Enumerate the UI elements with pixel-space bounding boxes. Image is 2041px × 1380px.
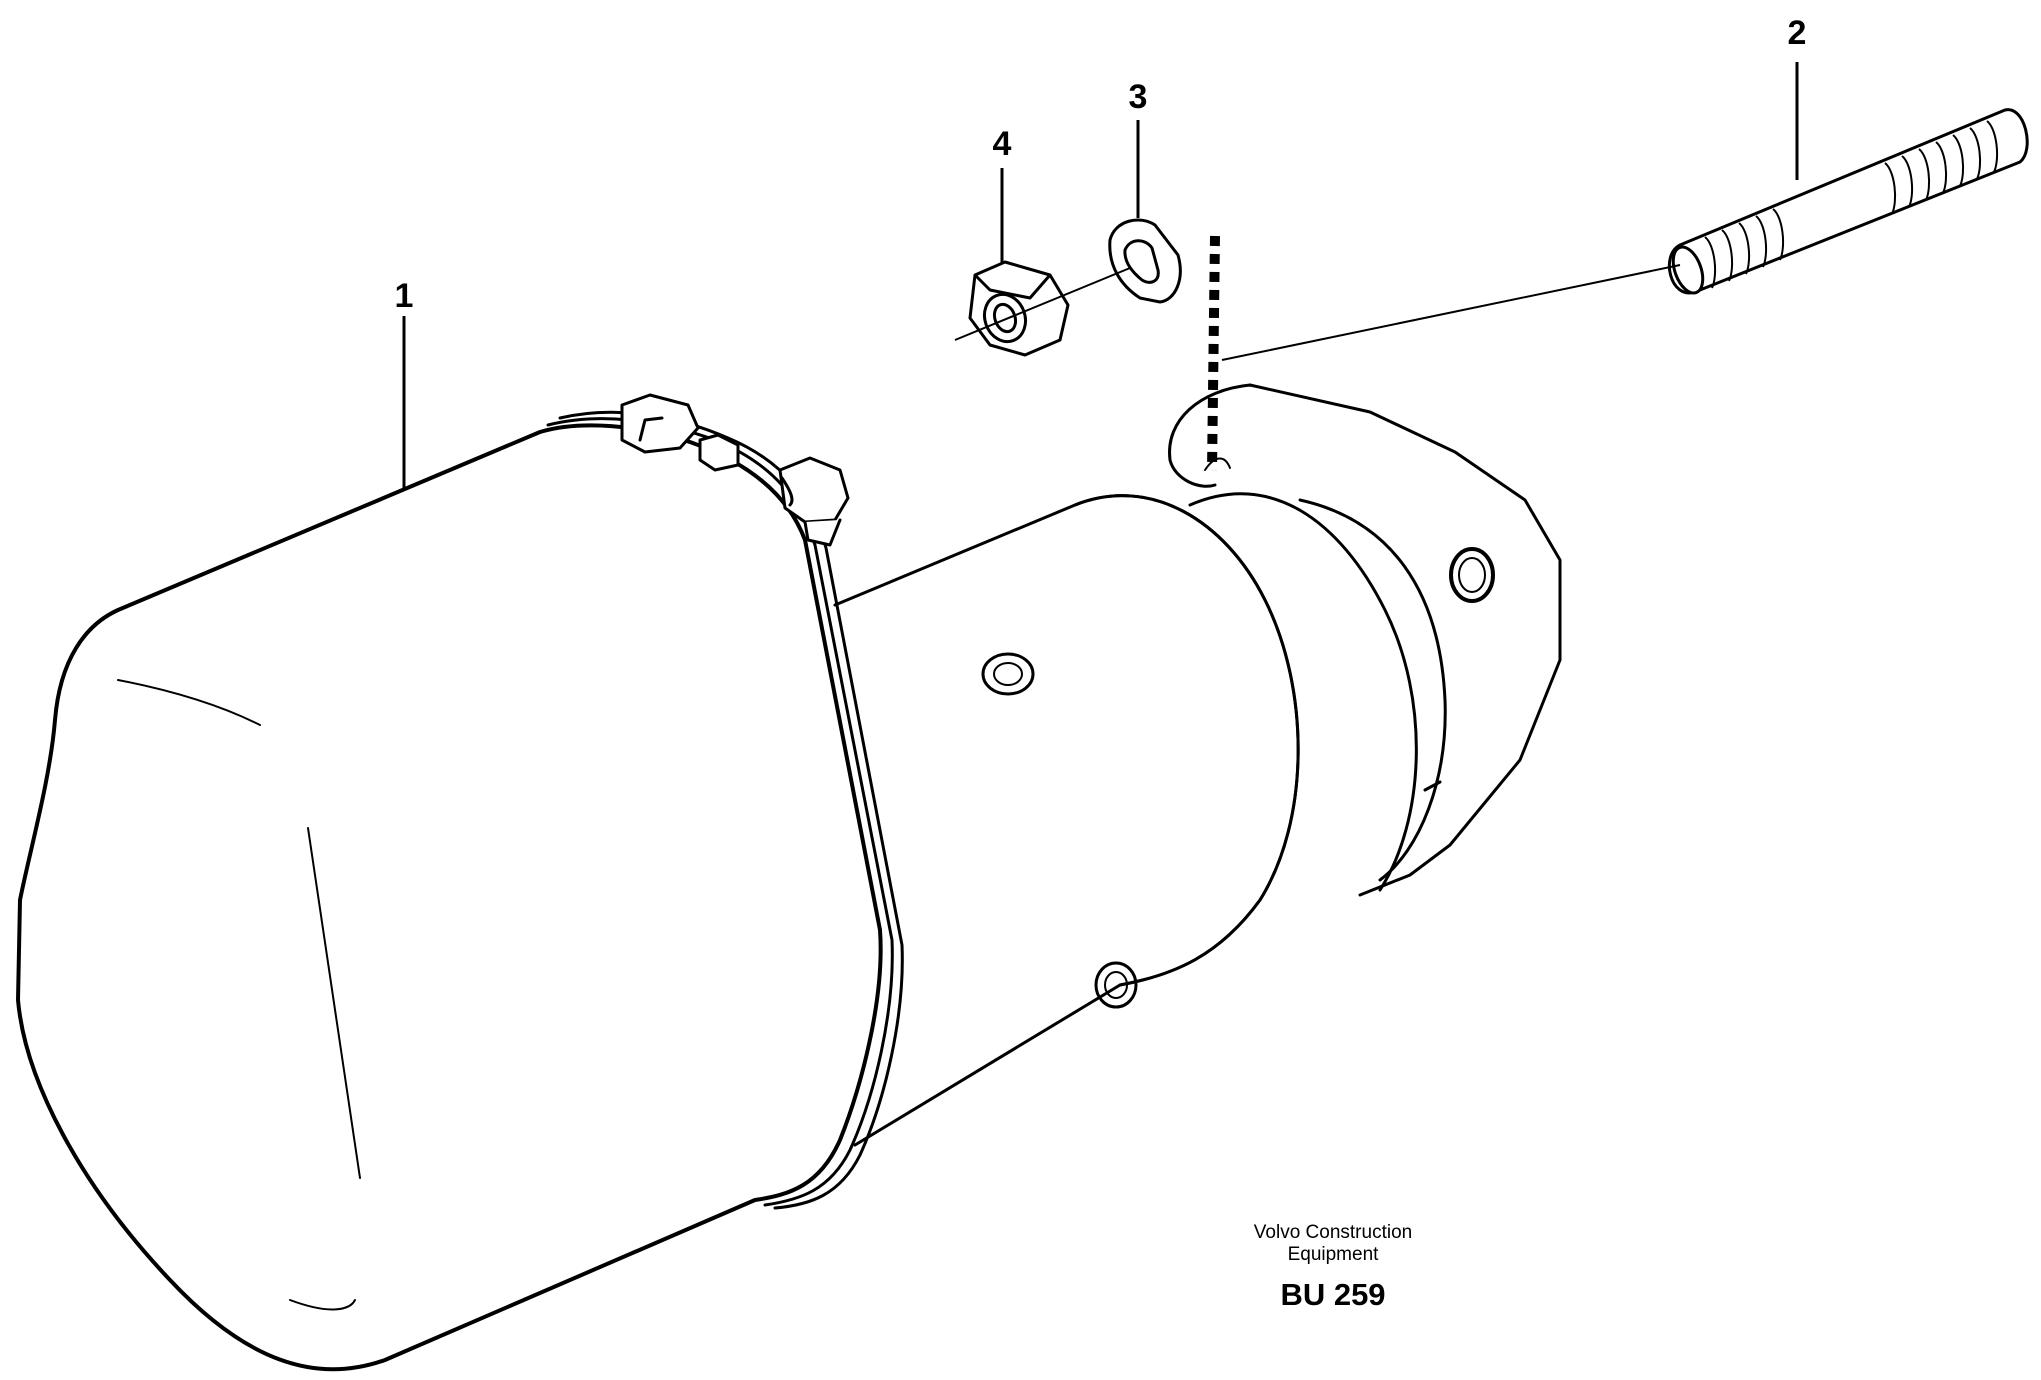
hex-nut <box>968 260 1070 357</box>
drawing-code: BU 259 <box>1280 1277 1385 1312</box>
callout-part-2: 2 <box>1788 14 1807 52</box>
leader-lines <box>402 62 1799 490</box>
stud-bolt <box>1667 108 2029 295</box>
callout-part-1: 1 <box>395 277 414 315</box>
body-screw-hole-bottom <box>1094 961 1138 1009</box>
flange-mount-hole <box>1449 547 1495 603</box>
caption-line-1: Volvo Construction <box>1254 1222 1412 1243</box>
solenoid-terminals <box>620 393 850 547</box>
callout-part-3: 3 <box>1129 78 1148 116</box>
body-screw-hole-top <box>981 652 1035 696</box>
motor-body <box>833 492 1418 1147</box>
stud-threads-far <box>1884 120 1999 215</box>
caption-line-2: Equipment <box>1288 1244 1380 1265</box>
assembly-lines <box>954 235 1681 471</box>
manufacturer-caption: Volvo Construction Equipment BU 259 <box>1254 1222 1412 1312</box>
stud-threads-near <box>1704 208 1785 289</box>
cable-lug <box>1108 218 1182 304</box>
solenoid-cover <box>16 410 904 1372</box>
callout-part-4: 4 <box>993 125 1012 163</box>
drive-end-flange <box>1168 383 1562 897</box>
starter-motor-assembly <box>16 383 1562 1372</box>
